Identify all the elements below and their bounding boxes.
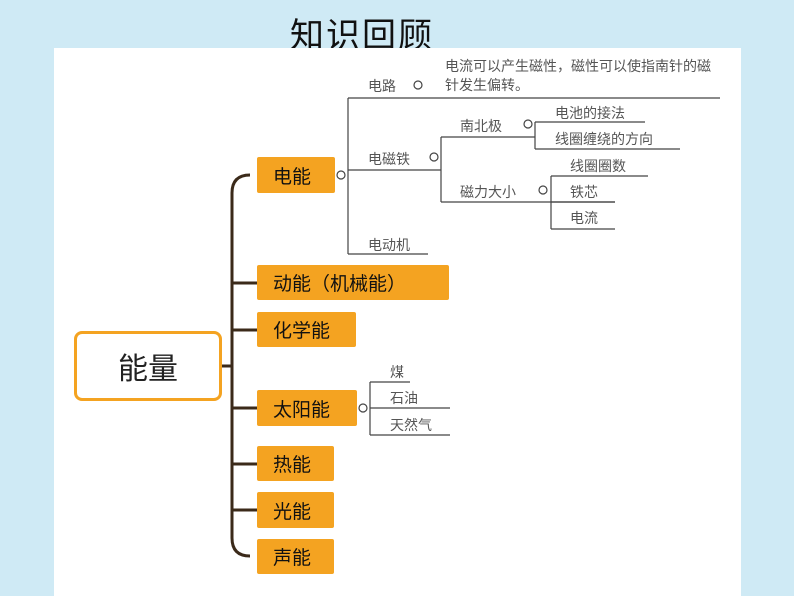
node-magnetic-strength[interactable]: 磁力大小 (460, 185, 516, 201)
root-node-energy[interactable]: 能量 (74, 331, 222, 401)
branch-mechanical[interactable]: 动能（机械能） (257, 265, 449, 300)
branch-sound[interactable]: 声能 (257, 539, 334, 574)
branch-heat[interactable]: 热能 (257, 446, 334, 481)
node-natural-gas[interactable]: 天然气 (390, 418, 432, 434)
node-oil[interactable]: 石油 (390, 391, 418, 407)
branch-chemical[interactable]: 化学能 (257, 312, 356, 347)
branch-solar[interactable]: 太阳能 (257, 390, 357, 426)
node-electromagnet[interactable]: 电磁铁 (368, 152, 410, 168)
branch-electric[interactable]: 电能 (257, 157, 335, 193)
circuit-note: 电流可以产生磁性，磁性可以使指南针的磁针发生偏转。 (445, 59, 711, 94)
branch-light[interactable]: 光能 (257, 492, 334, 528)
node-current[interactable]: 电流 (570, 211, 598, 227)
node-coil-turns[interactable]: 线圈圈数 (570, 159, 626, 175)
collapse-icon (336, 170, 346, 180)
node-circuit[interactable]: 电路 (368, 79, 396, 95)
node-poles[interactable]: 南北极 (460, 119, 502, 135)
mindmap-panel (54, 48, 741, 596)
node-battery-connection[interactable]: 电池的接法 (555, 106, 625, 122)
node-coil-direction[interactable]: 线圈缠绕的方向 (555, 132, 653, 148)
node-coal[interactable]: 煤 (390, 365, 404, 381)
node-motor[interactable]: 电动机 (368, 238, 410, 254)
node-iron-core[interactable]: 铁芯 (570, 185, 598, 201)
